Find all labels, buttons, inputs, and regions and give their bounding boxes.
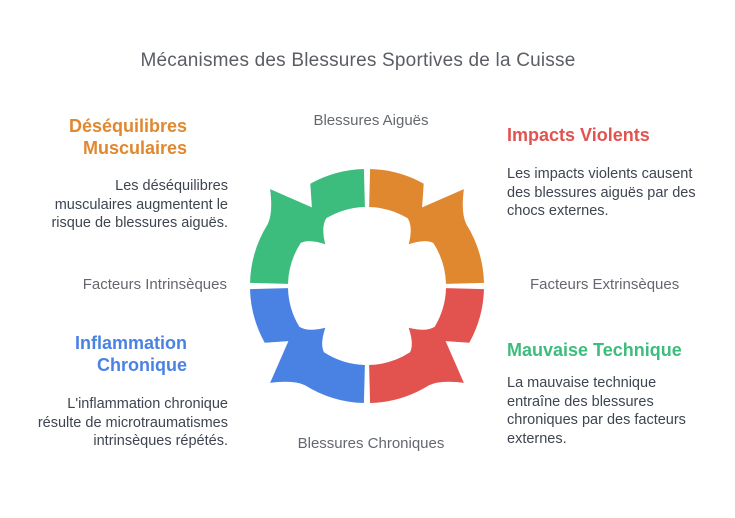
cycle-label-left: Facteurs Intrinsèques bbox=[82, 276, 227, 293]
section-body-impacts-violents: Les impacts violents causent des blessur… bbox=[507, 166, 696, 219]
section-heading-desequilibres-musculaires: Déséquilibres Musculaires bbox=[68, 116, 187, 158]
cycle-label-top: Blessures Aiguës bbox=[313, 112, 429, 129]
section-body-inflammation-chronique: L'inflammation chronique résulte de micr… bbox=[37, 396, 228, 449]
cycle-arc-top-right bbox=[369, 169, 484, 284]
cycle-label-right: Facteurs Extrinsèques bbox=[530, 276, 680, 293]
section-heading-impacts-violents: Impacts Violents bbox=[507, 125, 650, 145]
section-heading-inflammation-chronique: Inflammation Chronique bbox=[74, 333, 187, 375]
section-body-desequilibres-musculaires: Les déséquilibres musculaires augmentent… bbox=[51, 178, 228, 231]
section-body-mauvaise-technique: La mauvaise technique entraîne des bless… bbox=[507, 375, 686, 447]
cycle-arc-top-left bbox=[250, 169, 365, 284]
section-heading-mauvaise-technique: Mauvaise Technique bbox=[507, 340, 682, 360]
cycle-arc-bottom-right bbox=[369, 288, 484, 403]
cycle-arc-bottom-left bbox=[250, 288, 365, 403]
cycle-label-bottom: Blessures Chroniques bbox=[297, 435, 445, 452]
page-title: Mécanismes des Blessures Sportives de la… bbox=[140, 50, 576, 71]
